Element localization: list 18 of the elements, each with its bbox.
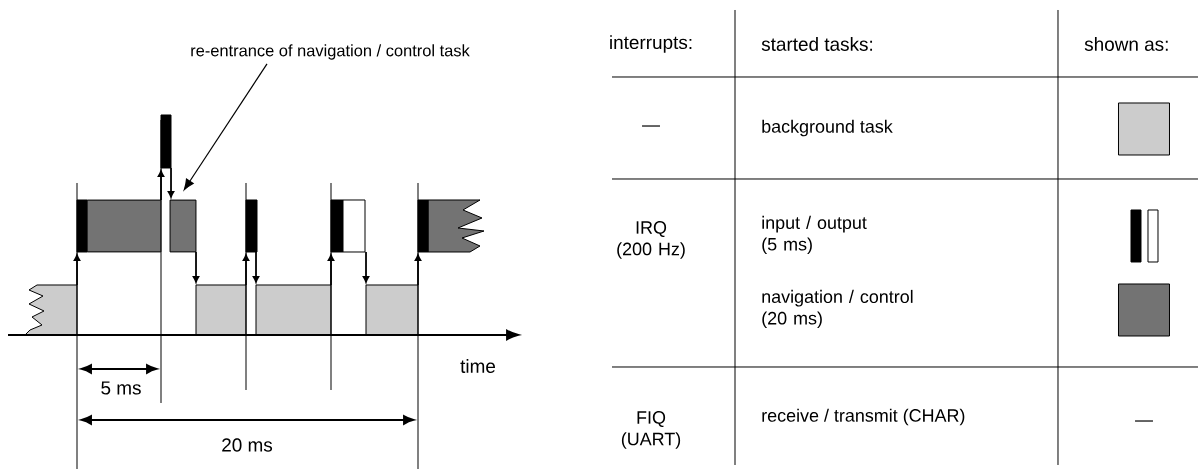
column-header: started tasks: [761,37,872,51]
table-cell: navigation / control (20 ms) [762,289,913,329]
leader-line [183,63,268,191]
table-cell: — [1135,420,1153,422]
table-cell: input / output (5 ms) [762,215,867,255]
column-header: shown as: [1084,37,1168,51]
dimension-label: 20 ms [222,438,273,452]
table-cell: background task [762,119,893,137]
axis-label: time [460,359,496,373]
table-cell: — [642,125,660,127]
annotation-text: re-entrance of navigation / control task [191,44,470,60]
table-cell: FIQ (UART) [621,411,681,449]
table-cell: receive / transmit (CHAR) [762,408,965,426]
task-block [86,199,162,253]
column-header: interrupts: [610,35,692,53]
task-block [169,199,197,253]
table-cell: IRQ (200 Hz) [617,221,685,259]
dimension-label: 5 ms [101,381,141,395]
